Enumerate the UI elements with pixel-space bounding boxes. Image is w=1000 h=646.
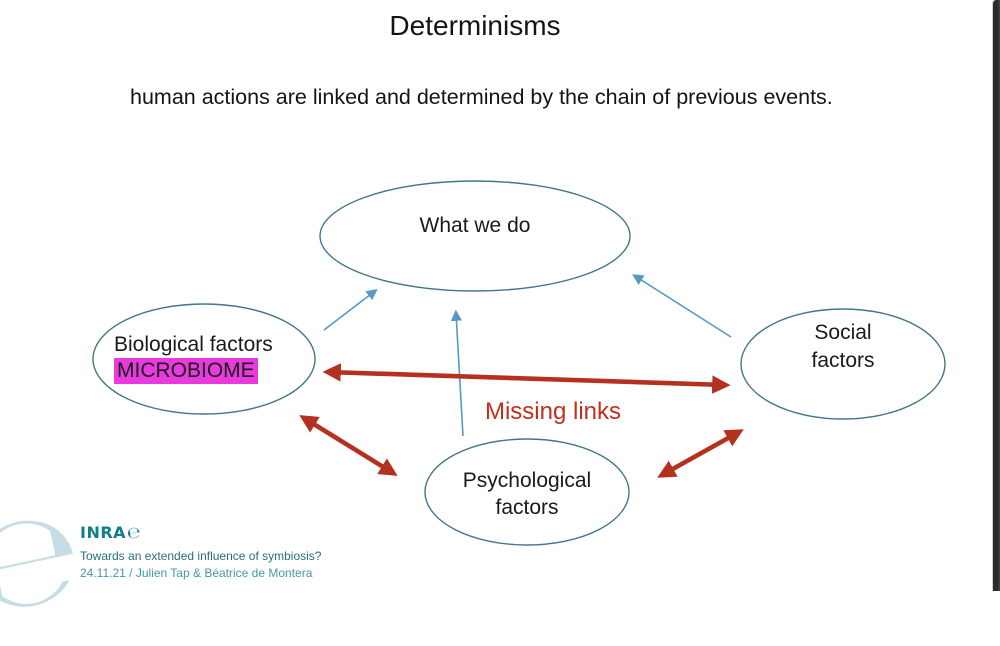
social-factors-ellipse — [740, 308, 946, 420]
psychological-factors-label: Psychological factors — [427, 467, 627, 521]
footer-project-title: Towards an extended influence of symbios… — [80, 549, 322, 564]
window-edge-strip — [992, 0, 1000, 591]
microbiome-highlight: MICROBIOME — [114, 358, 258, 384]
social-factors-line1: Social — [814, 321, 872, 344]
psychological-factors-ellipse — [424, 438, 630, 546]
arrow-psychological-social-missing-link — [657, 429, 744, 478]
inrae-logo: INRA℮ — [80, 522, 321, 543]
psychological-factors-line2: factors — [495, 496, 559, 519]
arrow-social-to-whatwedo — [632, 274, 732, 338]
arrow-biological-social-missing-link — [322, 363, 731, 394]
inrae-logo-e-icon: ℮ — [125, 522, 143, 543]
what-we-do-label: What we do — [419, 214, 531, 237]
footer-date-authors: 24.11.21 / Julien Tap & Béatrice de Mont… — [80, 566, 313, 581]
what-we-do-ellipse — [319, 180, 631, 292]
social-factors-label: Social factors — [743, 319, 943, 375]
biological-factors-text: Biological factors — [114, 333, 273, 356]
footer: INRA℮ Towards an extended influence of s… — [80, 522, 322, 581]
psychological-factors-line1: Psychological — [462, 469, 592, 492]
slide-subtitle: human actions are linked and determined … — [130, 85, 833, 109]
diagram-canvas — [92, 180, 946, 546]
slide-title: Determinisms — [389, 10, 561, 41]
social-factors-line2: factors — [811, 349, 875, 372]
arrow-biological-psychological-missing-link — [299, 415, 398, 476]
biological-factors-label: Biological factors MICROBIOME — [114, 332, 273, 384]
arrow-biological-to-whatwedo — [323, 288, 378, 331]
inrae-logo-text: INRA — [80, 523, 127, 542]
missing-links-label: Missing links — [484, 398, 622, 425]
microbiome-row: MICROBIOME — [114, 358, 273, 384]
